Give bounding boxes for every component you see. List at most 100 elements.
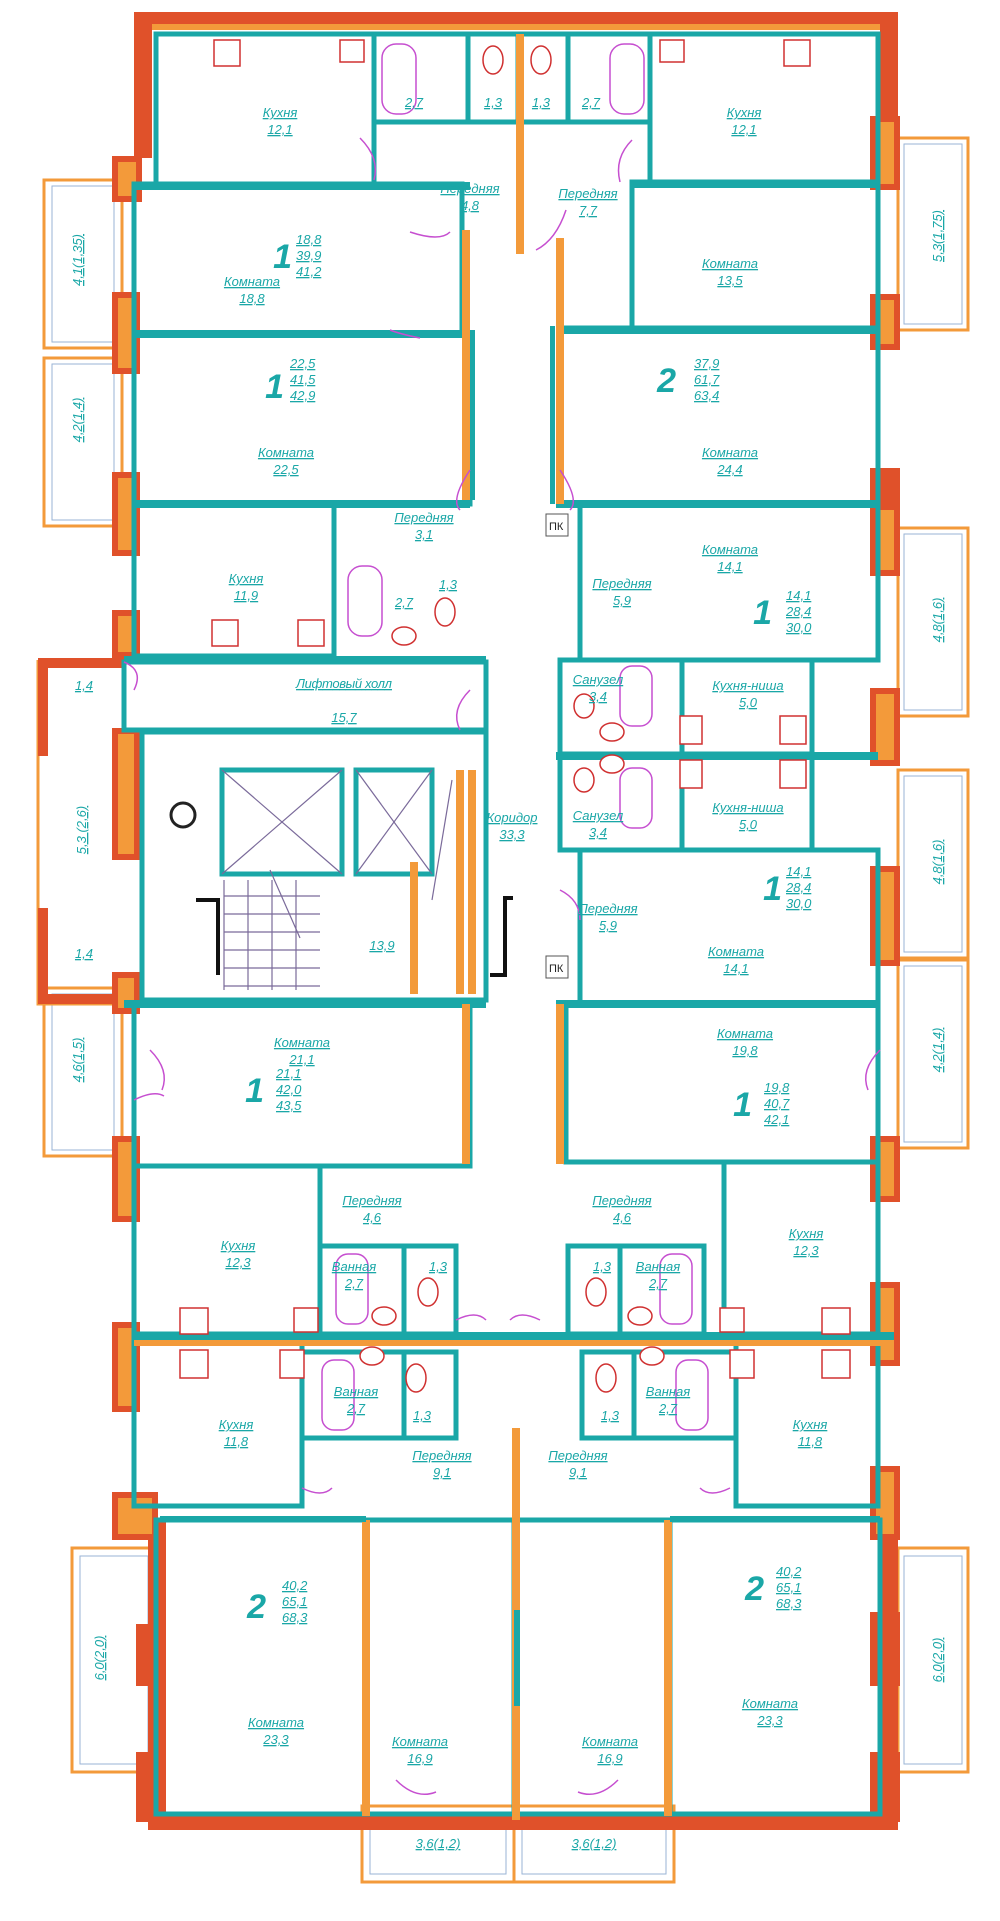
apartment-total-area: 65,1 <box>282 1594 307 1609</box>
room-label: Комната <box>274 1035 330 1050</box>
room-area: 1,3 <box>439 577 458 592</box>
balcony-label: 4,6(1,5) <box>70 1038 85 1083</box>
room-label: Передняя <box>440 181 499 196</box>
room-area: 2,7 <box>394 595 414 610</box>
room-area: 14,1 <box>717 559 742 574</box>
room-label: Передняя <box>592 576 651 591</box>
room-label: Кухня <box>793 1417 828 1432</box>
apartment-balcony-area: 63,4 <box>694 388 719 403</box>
room-label: Кухня-ниша <box>712 678 783 693</box>
apartment-room-count: 1 <box>753 594 772 632</box>
room-outlines <box>121 31 883 1817</box>
room-area: 4,8 <box>461 198 480 213</box>
balconies <box>36 136 970 1884</box>
room-label: Комната <box>258 445 314 460</box>
room-label: Комната <box>582 1734 638 1749</box>
room-area: 18,8 <box>239 291 265 306</box>
apartment-total-area: 28,4 <box>785 880 811 895</box>
room-label: Кухня <box>789 1226 824 1241</box>
room-label: Ванная <box>646 1384 690 1399</box>
apartment-living-area: 21,1 <box>275 1066 301 1081</box>
apartment-room-count: 1 <box>245 1072 264 1110</box>
room-area: 1,3 <box>532 95 551 110</box>
room-area: 19,8 <box>732 1043 758 1058</box>
room-label: Санузел <box>573 808 624 823</box>
room-label: Комната <box>248 1715 304 1730</box>
room-area: 9,1 <box>433 1465 451 1480</box>
apartment-balcony-area: 41,2 <box>296 264 322 279</box>
room-label: Комната <box>702 542 758 557</box>
balcony-label: 4,8(1,6) <box>930 840 945 885</box>
room-label: Комната <box>742 1696 798 1711</box>
room-area: 23,3 <box>262 1732 289 1747</box>
room-area: 11,8 <box>798 1434 823 1449</box>
room-area: 11,8 <box>224 1434 249 1449</box>
room-area: 22,5 <box>272 462 299 477</box>
room-label: Кухня <box>229 571 264 586</box>
room-area: 3,1 <box>415 527 433 542</box>
room-label: Комната <box>224 274 280 289</box>
room-area: 12,1 <box>267 122 292 137</box>
room-area: 23,3 <box>756 1713 783 1728</box>
room-label: Комната <box>717 1026 773 1041</box>
apartment-room-count: 1 <box>265 368 284 406</box>
apartment-summary: 1 22,5 41,5 42,9 <box>265 356 316 406</box>
apartment-room-count: 1 <box>733 1086 752 1124</box>
apartment-total-area: 28,4 <box>785 604 811 619</box>
apartment-summary: 2 37,9 61,7 63,4 <box>656 356 720 403</box>
room-area: 4,6 <box>613 1210 632 1225</box>
apartment-balcony-area: 30,0 <box>786 896 812 911</box>
room-area: 21,1 <box>288 1052 314 1067</box>
room-label: Кухня <box>263 105 298 120</box>
room-label: Комната <box>702 445 758 460</box>
room-area: 2,7 <box>344 1276 364 1291</box>
room-area: 1,3 <box>413 1408 432 1423</box>
room-area: 33,3 <box>499 827 525 842</box>
apartment-room-count: 2 <box>744 1570 764 1608</box>
apartment-total-area: 61,7 <box>694 372 720 387</box>
room-area: 9,1 <box>569 1465 587 1480</box>
balcony-label: 5,3(1,75) <box>930 210 945 262</box>
room-labels: Кухня 12,1 2,7 1,3 1,3 2,7 Кухня 12,1 Пе… <box>219 95 828 1766</box>
room-area: 15,7 <box>331 710 357 725</box>
apartment-summary: 1 14,1 28,4 30,0 <box>763 864 812 911</box>
room-label: Ванная <box>636 1259 680 1274</box>
room-area: 1,3 <box>601 1408 620 1423</box>
room-area: 5,0 <box>739 817 758 832</box>
apartment-living-area: 14,1 <box>786 588 811 603</box>
room-label: Комната <box>708 944 764 959</box>
room-area: 1,3 <box>593 1259 612 1274</box>
door-swings <box>123 137 881 1795</box>
room-area: 5,0 <box>739 695 758 710</box>
room-area: 24,4 <box>716 462 742 477</box>
apartment-total-area: 41,5 <box>290 372 316 387</box>
apartment-room-count: 1 <box>273 238 292 276</box>
apartment-living-area: 37,9 <box>694 356 719 371</box>
balcony-label: 4,2(1,4) <box>930 1028 945 1073</box>
interior-walls <box>124 34 894 1820</box>
balcony-label: 4,8(1,6) <box>930 598 945 643</box>
room-area: 1,3 <box>429 1259 448 1274</box>
room-area: 12,1 <box>731 122 756 137</box>
balcony-label: 3,6(1,2) <box>572 1836 617 1851</box>
balcony-label: 5,3 (2,6) <box>74 806 89 854</box>
room-area: 13,9 <box>369 938 394 953</box>
apartment-total-area: 39,9 <box>296 248 321 263</box>
apartment-summary: 1 21,1 42,0 43,5 <box>245 1066 302 1113</box>
apartment-summary: 2 40,2 65,1 68,3 <box>744 1564 802 1611</box>
apartment-balcony-area: 30,0 <box>786 620 812 635</box>
apartment-summary: 1 19,8 40,7 42,1 <box>733 1080 790 1127</box>
room-area: 16,9 <box>407 1751 432 1766</box>
room-label: Ванная <box>332 1259 376 1274</box>
room-area: 2,7 <box>658 1401 678 1416</box>
room-label: Лифтовый холл <box>295 676 393 691</box>
room-label: Передняя <box>412 1448 471 1463</box>
room-label: Кухня-ниша <box>712 800 783 815</box>
apartment-total-area: 42,0 <box>276 1082 302 1097</box>
room-area: 1,3 <box>484 95 503 110</box>
room-label: Санузел <box>573 672 624 687</box>
apartment-summary: 1 18,8 39,9 41,2 <box>273 232 322 279</box>
room-area: 14,1 <box>723 961 748 976</box>
apartment-living-area: 40,2 <box>282 1578 308 1593</box>
room-label: Передняя <box>592 1193 651 1208</box>
